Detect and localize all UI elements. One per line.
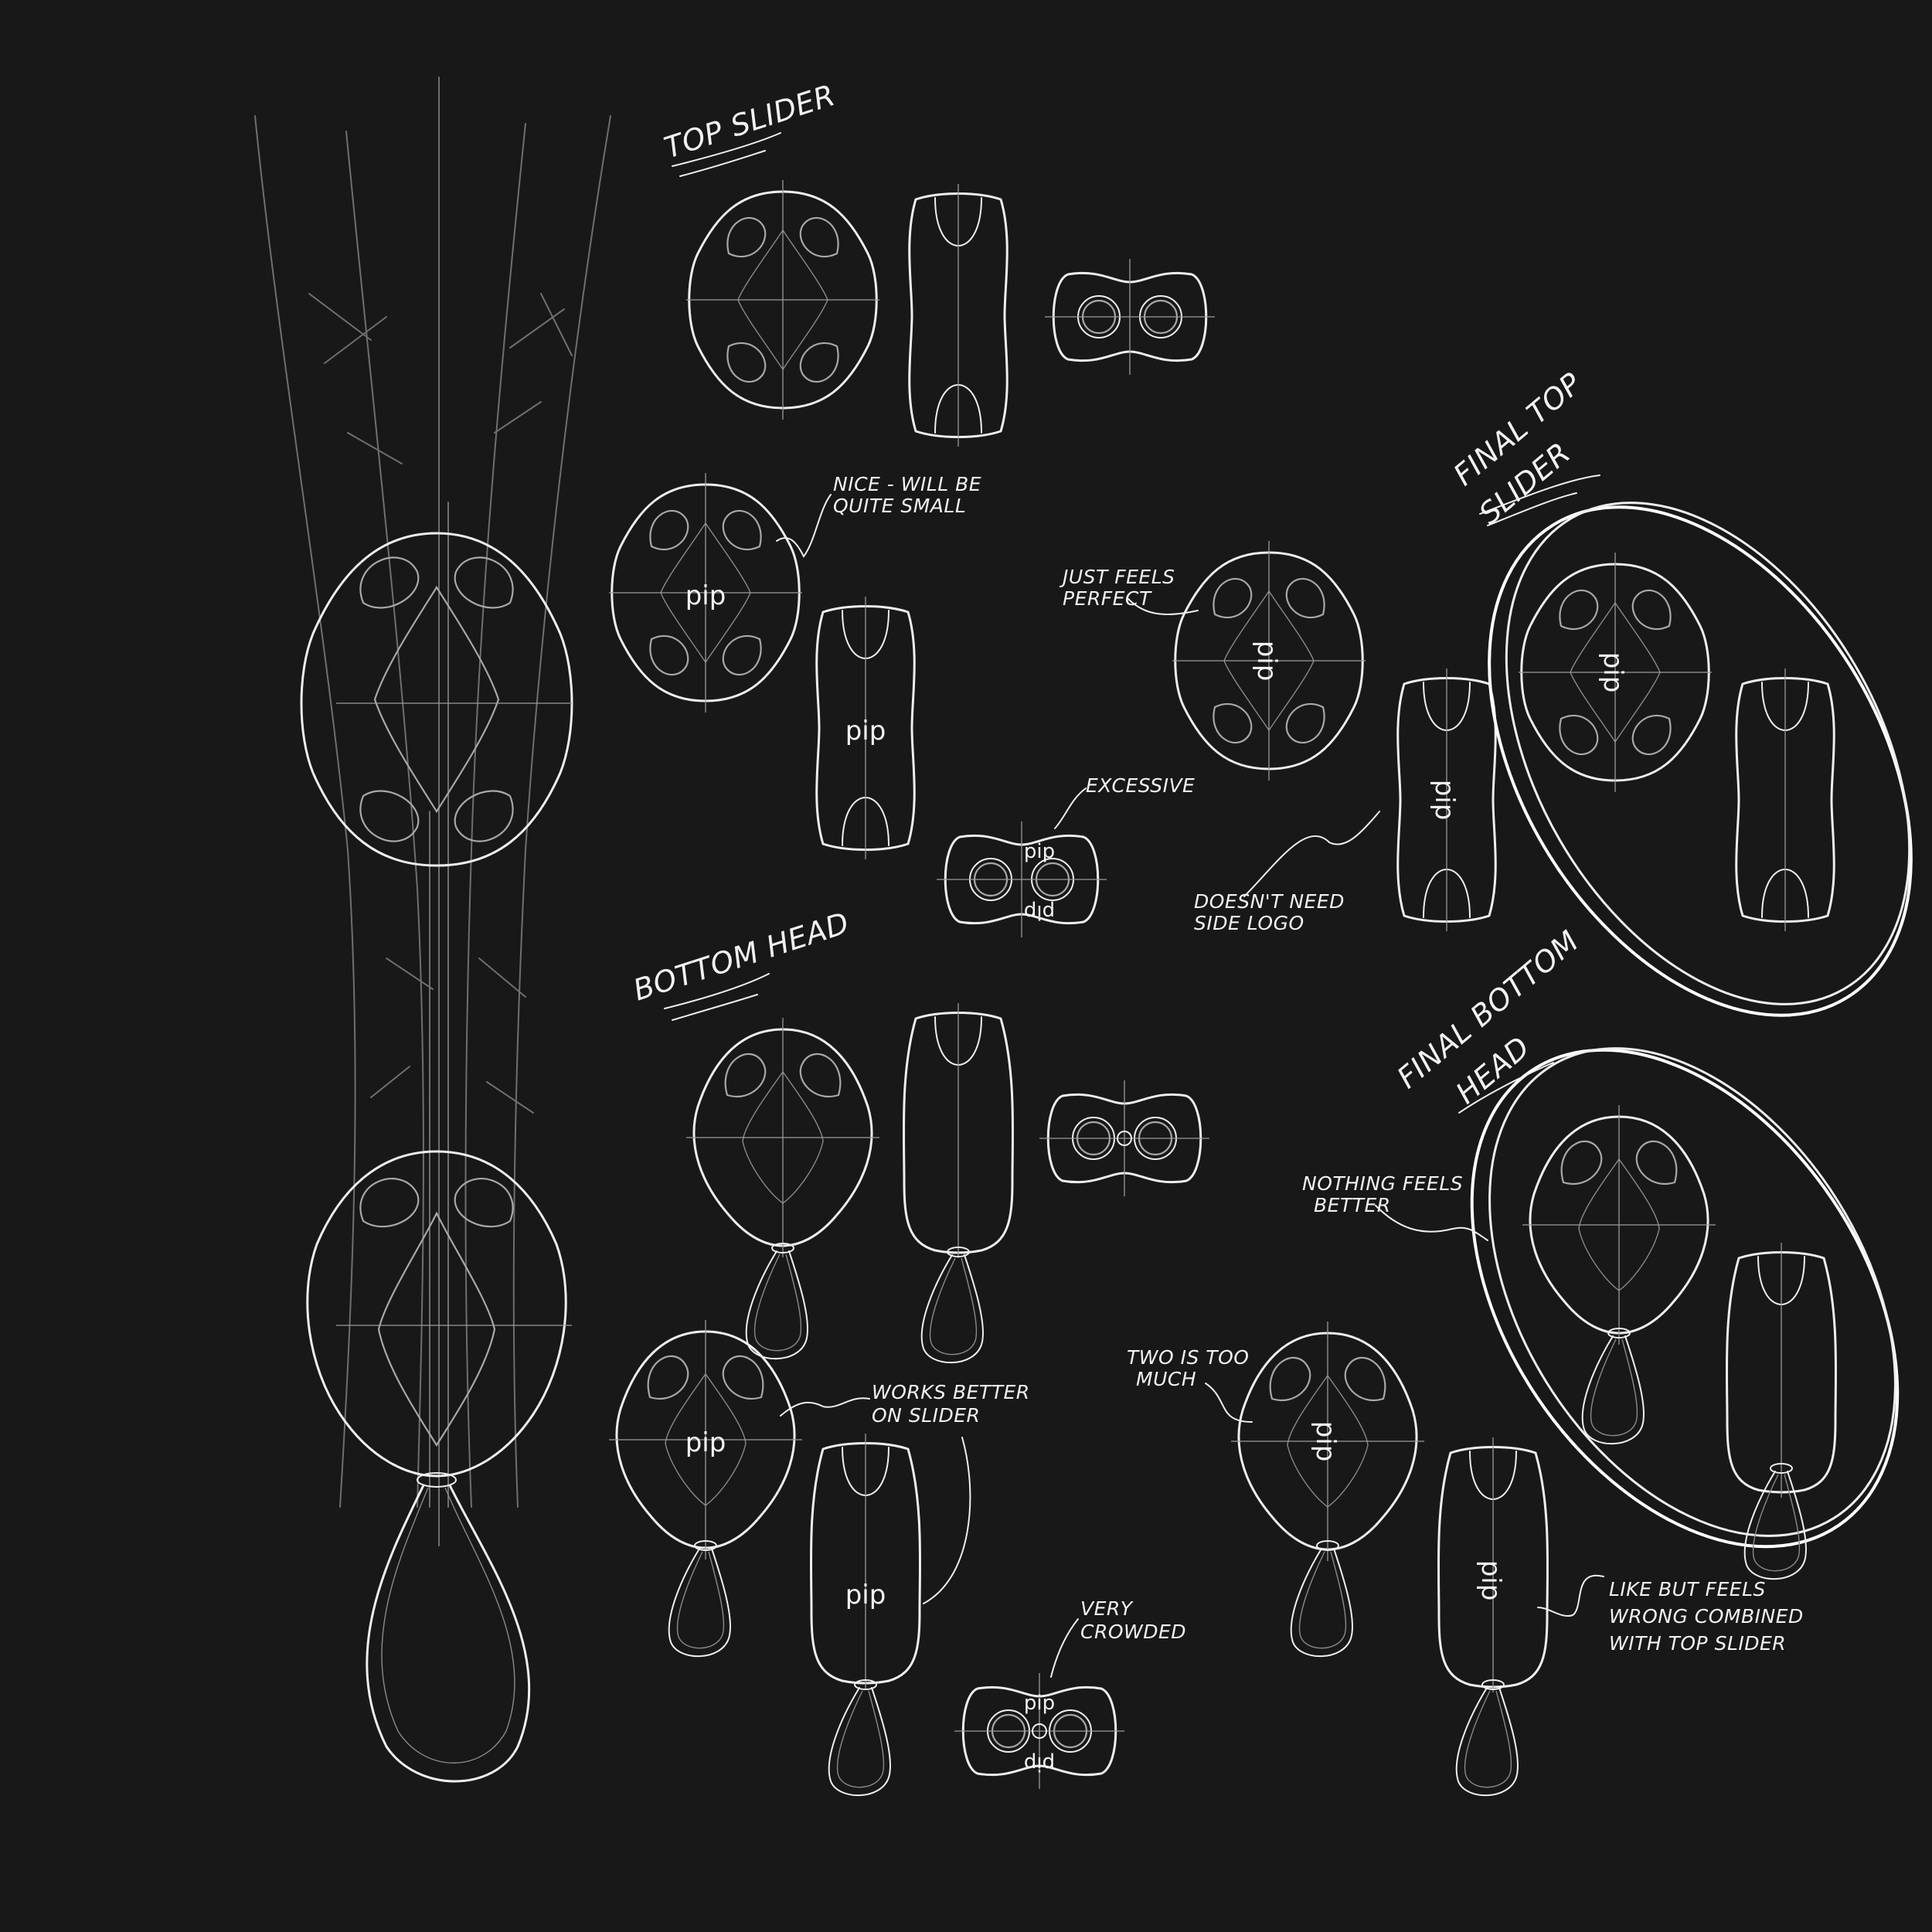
annotation-doesnt-need: DOESN'T NEED SIDE LOGO	[1194, 811, 1380, 934]
pebble-head-front	[685, 1016, 881, 1360]
pebble-head-with-logo: pip	[607, 1318, 804, 1658]
logo-pip-inverted: pip	[1024, 900, 1055, 923]
logo-pip: pip	[685, 1427, 726, 1458]
svg-text:TWO IS TOO: TWO IS TOO	[1127, 1346, 1249, 1369]
annotation-nothing-better: NOTHING FEELS BETTER	[1302, 1172, 1488, 1241]
logo-pip: pip	[1024, 1692, 1055, 1715]
svg-text:DOESN'T NEED: DOESN'T NEED	[1194, 890, 1345, 913]
annotation-just-feels: JUST FEELS PERFECT	[1059, 566, 1199, 615]
head-top-view	[1038, 1079, 1211, 1198]
svg-text:NOTHING FEELS: NOTHING FEELS	[1302, 1172, 1463, 1195]
annotation-very-crowded: VERY CROWDED	[1050, 1597, 1186, 1678]
svg-text:ON SLIDER: ON SLIDER	[872, 1404, 980, 1427]
head-top-view-with-logos: pip pip	[953, 1672, 1126, 1791]
capsule-slider-with-logo: pip	[815, 595, 916, 861]
logo-pip-rotated: pip	[1475, 1560, 1506, 1601]
svg-text:WRONG COMBINED: WRONG COMBINED	[1609, 1605, 1804, 1628]
svg-text:CROWDED: CROWDED	[1080, 1621, 1186, 1643]
logo-pip-rotated: pip	[1251, 641, 1282, 682]
ghost-strokes	[254, 77, 611, 1546]
logo-pip: pip	[1024, 840, 1055, 863]
svg-text:LIKE BUT FEELS: LIKE BUT FEELS	[1609, 1578, 1766, 1600]
slider-top-view	[1043, 257, 1216, 376]
left-construction-sketch	[254, 77, 611, 1783]
diamond-slider-with-logo: pip	[607, 471, 804, 714]
annotation-nice-small: NICE - WILL BE QUITE SMALL	[776, 473, 981, 558]
annotation-like-but: LIKE BUT FEELS WRONG COMBINED WITH TOP S…	[1537, 1574, 1804, 1655]
logo-pip: pip	[845, 716, 886, 747]
svg-text:WORKS BETTER: WORKS BETTER	[872, 1381, 1030, 1403]
svg-text:QUITE SMALL: QUITE SMALL	[833, 495, 966, 517]
annotation-two-too-much: TWO IS TOO MUCH	[1127, 1346, 1253, 1423]
tall-capsule-head-side	[902, 1002, 1015, 1364]
logo-pip: pip	[845, 1580, 886, 1611]
diamond-slider-rotated-logo: pip	[1171, 539, 1367, 782]
svg-text:BETTER: BETTER	[1314, 1194, 1391, 1216]
bottom-head-section: BOTTOM HEAD pip WORKS BETTER ON SLIDER	[607, 906, 1900, 1797]
final-bottom-head: FINAL BOTTOM HEAD	[1391, 924, 1900, 1580]
annotation-works-better: WORKS BETTER ON SLIDER	[780, 1381, 1030, 1604]
logo-pip-inverted: pip	[1024, 1752, 1055, 1775]
logo-pip: pip	[685, 580, 726, 611]
final-top-slider: FINAL TOP SLIDER pip	[1447, 366, 1913, 1017]
capsule-slider-side	[908, 182, 1009, 448]
svg-text:SIDE LOGO: SIDE LOGO	[1194, 912, 1304, 934]
svg-text:JUST FEELS: JUST FEELS	[1059, 566, 1175, 588]
svg-text:VERY: VERY	[1080, 1597, 1134, 1620]
svg-text:WITH TOP SLIDER: WITH TOP SLIDER	[1609, 1632, 1786, 1655]
tall-capsule-rotated-logo: pip	[1437, 1436, 1549, 1797]
diamond-slider-front	[685, 179, 881, 421]
heading-top-slider: TOP SLIDER	[660, 78, 839, 165]
logo-pip-rotated: pip	[1429, 780, 1460, 821]
svg-text:EXCESSIVE: EXCESSIVE	[1086, 774, 1195, 797]
logo-pip-rotated: pip	[1597, 652, 1628, 693]
capsule-slider-rotated-logo: pip	[1396, 667, 1497, 933]
annotation-excessive: EXCESSIVE	[1054, 774, 1195, 829]
heading-bottom-head: BOTTOM HEAD	[629, 906, 853, 1008]
svg-text:MUCH: MUCH	[1136, 1368, 1196, 1390]
tall-capsule-with-logo: pip	[809, 1432, 922, 1797]
pebble-head-rotated-logo: pip	[1230, 1320, 1426, 1658]
large-diamond-slider	[300, 532, 573, 867]
svg-text:NICE - WILL BE: NICE - WILL BE	[833, 473, 981, 495]
large-bottom-head	[306, 1150, 572, 1783]
top-view-with-logos: pip pip	[935, 820, 1108, 939]
logo-pip-rotated: pip	[1310, 1421, 1341, 1462]
